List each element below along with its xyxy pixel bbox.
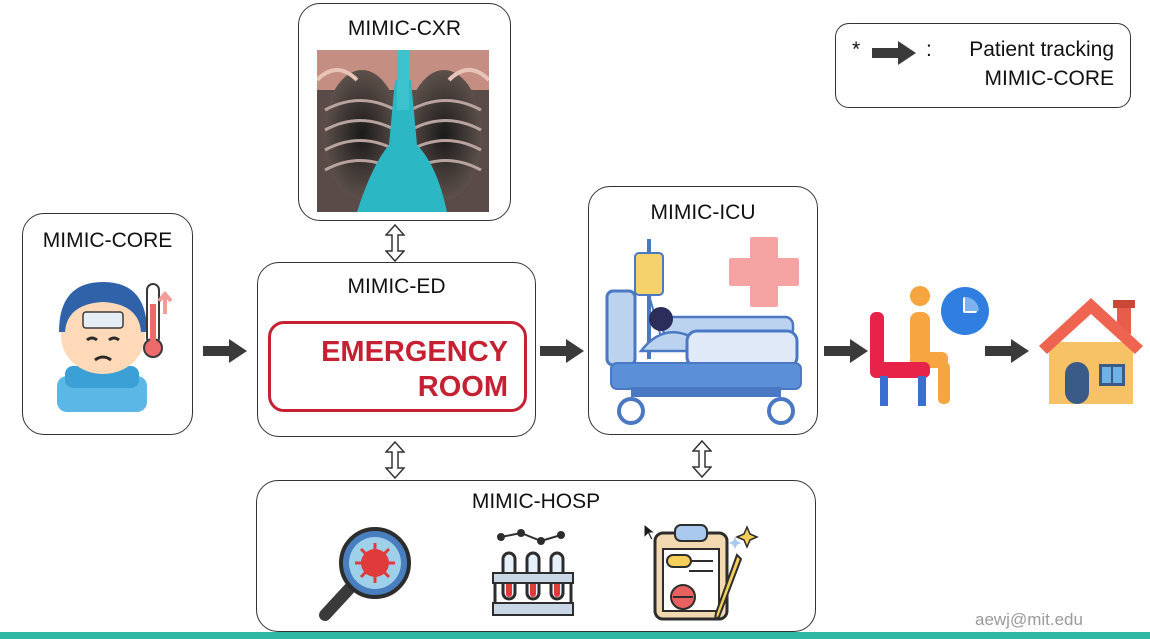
emergency-room-sign: EMERGENCY ROOM xyxy=(268,321,527,412)
legend-line-2: MIMIC-CORE xyxy=(984,67,1115,90)
emergency-sign-line-2: ROOM xyxy=(417,371,508,403)
sick-patient-icon xyxy=(57,282,173,412)
legend-box: * : Patient tracking MIMIC-CORE xyxy=(835,23,1131,108)
clock-icon xyxy=(941,287,989,335)
mimic-hosp-box: MIMIC-HOSP xyxy=(256,480,816,632)
mimic-ed-title: MIMIC-ED xyxy=(347,275,446,298)
mimic-hosp-title: MIMIC-HOSP xyxy=(471,490,601,513)
mimic-ed-box: MIMIC-ED EMERGENCY ROOM xyxy=(257,262,536,437)
chest-xray-icon xyxy=(317,50,489,212)
cxr-ed-double-arrow xyxy=(385,224,405,262)
mimic-cxr-title: MIMIC-CXR xyxy=(347,17,462,40)
watermark-email: aewj@mit.edu xyxy=(975,610,1083,629)
legend-line-1: Patient tracking xyxy=(969,38,1114,61)
waiting-to-home-arrow-icon xyxy=(985,339,1029,363)
hospital-bed-icon xyxy=(605,239,802,425)
mimic-core-title: MIMIC-CORE xyxy=(42,229,173,252)
mouse-cursor-icon xyxy=(643,523,657,541)
virus-magnifier-icon xyxy=(319,527,411,621)
legend-colon: : xyxy=(926,38,932,61)
legend-asterisk: * xyxy=(852,38,861,61)
clipboard-prescription-icon xyxy=(653,524,759,621)
mimic-core-box: MIMIC-CORE xyxy=(22,213,193,435)
ed-to-icu-arrow-icon xyxy=(540,339,584,363)
home-icon xyxy=(1039,298,1143,404)
waiting-chair-icon xyxy=(870,286,950,406)
legend-arrow-icon xyxy=(872,41,916,65)
ed-hosp-double-arrow xyxy=(385,441,405,479)
icu-to-waiting-arrow-icon xyxy=(824,339,868,363)
core-to-ed-arrow-icon xyxy=(203,339,247,363)
emergency-sign-line-1: EMERGENCY xyxy=(321,336,508,368)
mimic-cxr-box: MIMIC-CXR xyxy=(298,3,511,221)
mimic-icu-title: MIMIC-ICU xyxy=(650,201,756,224)
plus-cross-icon xyxy=(729,237,799,307)
mimic-icu-box: MIMIC-ICU xyxy=(588,186,818,435)
footer-accent-bar xyxy=(0,632,1150,639)
icu-hosp-double-arrow xyxy=(692,440,712,478)
test-tubes-icon xyxy=(492,529,574,616)
